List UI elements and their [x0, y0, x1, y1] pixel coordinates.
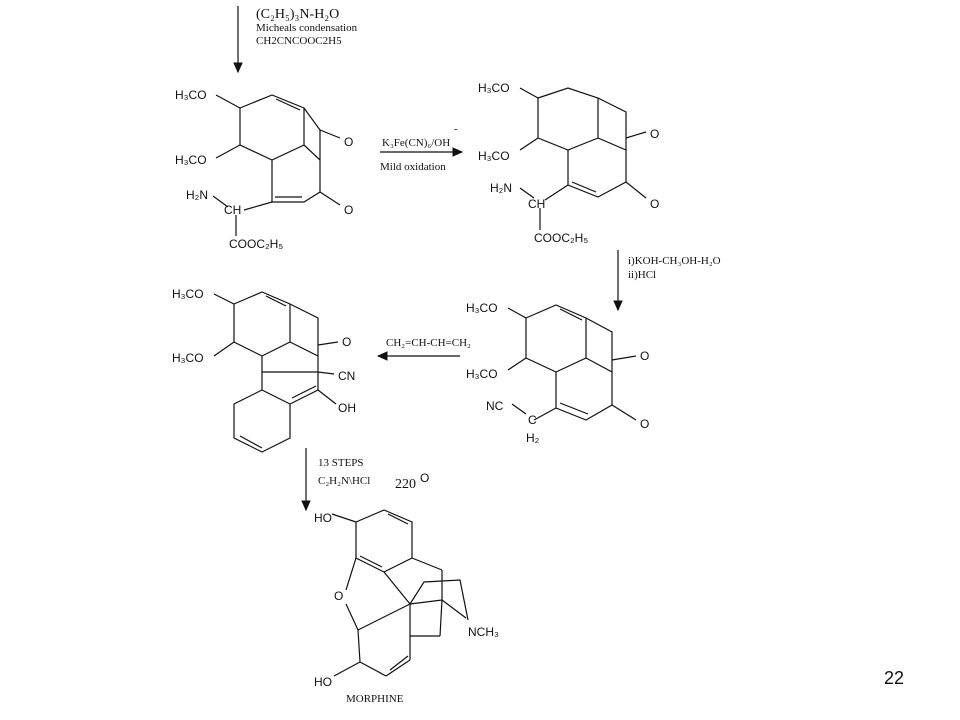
amine-label: H₂N: [186, 188, 208, 202]
carbonyl-o-label: O: [650, 197, 659, 211]
reagent-step2-charge: -: [454, 123, 458, 135]
structure-1: H₃CO H₃CO O O H₂N CH COOC₂H₅: [175, 88, 353, 251]
carbonyl-o-label: O: [344, 135, 353, 149]
reagent-step5-line2: C₂H₂N\HCl: [318, 475, 370, 487]
reagent-step2-line1: K₃Fe(CN)₆/OH: [382, 137, 450, 149]
page-number: 22: [884, 668, 904, 688]
hydroxyl-label: OH: [338, 401, 356, 415]
structure-4: H₃CO H₃CO O CN OH: [172, 287, 356, 453]
reagent-step1-line2: Micheals condensation: [256, 22, 358, 34]
hydroxyl-label: HO: [314, 675, 332, 689]
reagent-step5-line1: 13 STEPS: [318, 457, 364, 469]
ester-label: COOC₂H₅: [229, 237, 283, 251]
reagent-step4-line1: CH₂=CH-CH=CH₂: [386, 337, 471, 349]
reagent-step1-line3: CH2CNCOOC2H5: [256, 35, 342, 47]
ome-label: H₃CO: [478, 149, 510, 163]
carbonyl-o-label: O: [342, 335, 351, 349]
compound-name: MORPHINE: [346, 693, 404, 705]
ome-label: H₃CO: [478, 81, 510, 95]
reagent-step3-line2: ii)HCl: [628, 269, 656, 281]
hydroxyl-label: HO: [314, 511, 332, 525]
nitrile-label: CN: [338, 369, 355, 383]
nch3-label: NCH₃: [468, 625, 499, 639]
carbonyl-o-label: O: [640, 417, 649, 431]
structure-morphine: HO O NCH₃ HO MORPHINE: [314, 509, 499, 705]
c-label: C: [528, 413, 537, 427]
reagent-step3-line1: i)KOH-CH₃OH-H₂O: [628, 255, 721, 267]
reagent-step5-deg: O: [420, 471, 429, 485]
ome-label: H₃CO: [466, 367, 498, 381]
carbonyl-o-label: O: [344, 203, 353, 217]
ether-o-label: O: [334, 589, 343, 603]
ome-label: H₃CO: [175, 153, 207, 167]
nitrile-label: NC: [486, 399, 504, 413]
reagent-step1-line1: (C₂H₅)₃N-H₂O: [256, 7, 339, 22]
ome-label: H₃CO: [172, 351, 204, 365]
ester-label: COOC₂H₅: [534, 231, 588, 245]
carbonyl-o-label: O: [640, 349, 649, 363]
structure-3: H₃CO H₃CO O O NC C H₂: [466, 301, 649, 445]
ome-label: H₃CO: [466, 301, 498, 315]
h2-label: H₂: [526, 431, 540, 445]
amine-label: H₂N: [490, 181, 512, 195]
carbonyl-o-label: O: [650, 127, 659, 141]
ch-label: CH: [528, 197, 545, 211]
reagent-step5-temp: 220: [395, 477, 416, 492]
ome-label: H₃CO: [175, 88, 207, 102]
reagent-step2-line2: Mild oxidation: [380, 161, 446, 173]
ome-label: H₃CO: [172, 287, 204, 301]
ch-label: CH: [224, 203, 241, 217]
structure-2: H₃CO H₃CO O O H₂N CH COOC₂H₅: [478, 81, 659, 245]
